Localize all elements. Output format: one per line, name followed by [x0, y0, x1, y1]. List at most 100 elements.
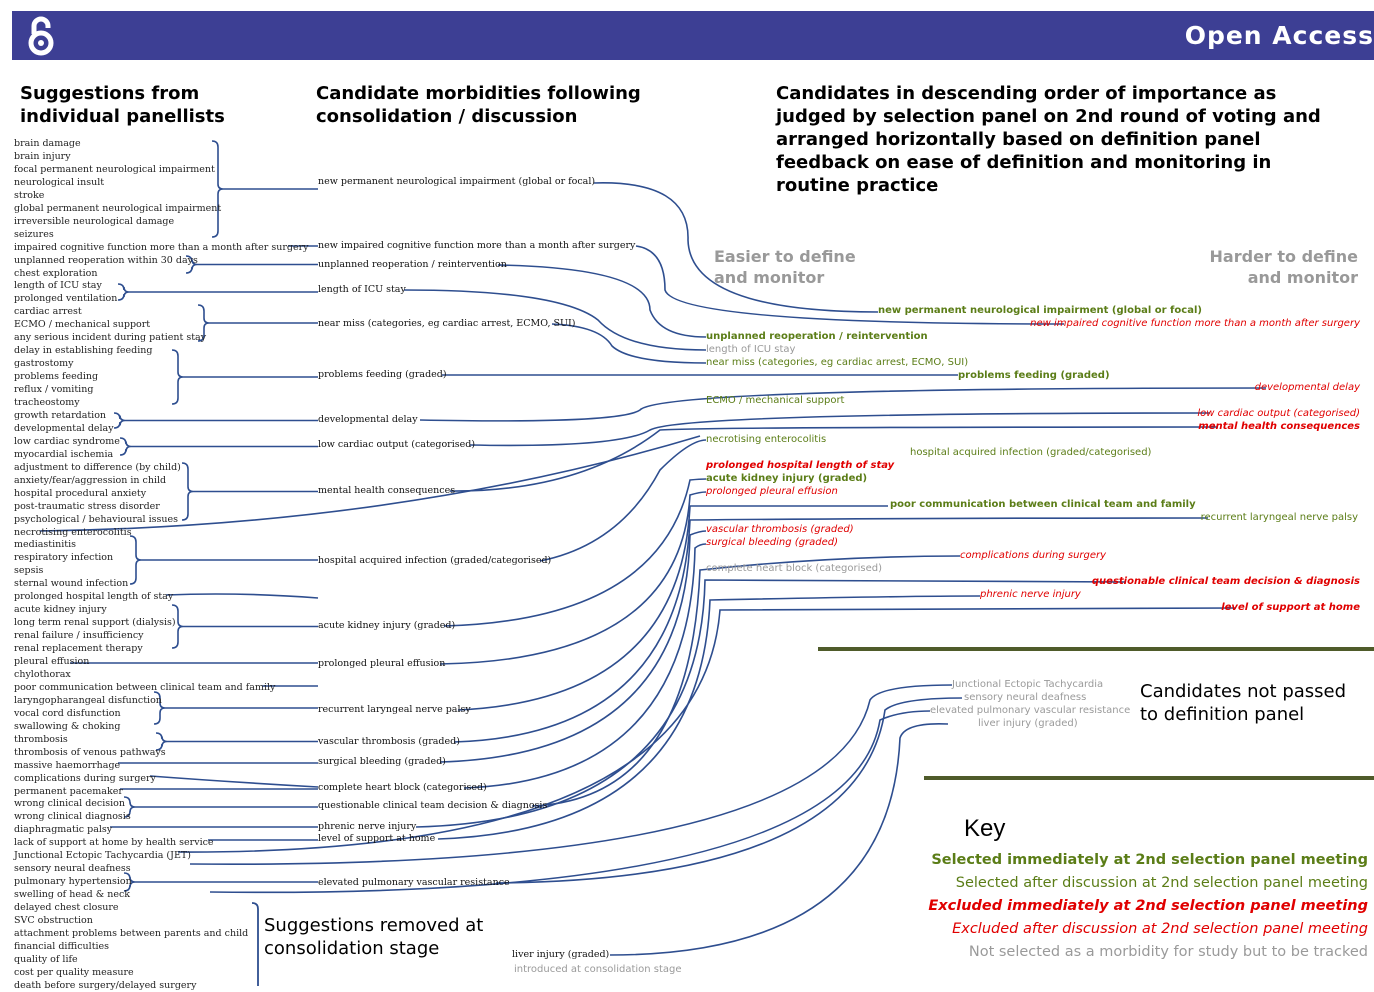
suggestion-item: quality of life: [14, 953, 78, 965]
suggestion-item: seizures: [14, 228, 54, 240]
suggestion-item: post-traumatic stress disorder: [14, 500, 160, 512]
ranked-item: mental health consequences: [1198, 421, 1360, 432]
suggestion-item: delayed chest closure: [14, 902, 119, 914]
suggestion-item: thrombosis of venous pathways: [14, 746, 166, 758]
suggestion-item: wrong clinical decision: [14, 798, 126, 810]
ranked-item: unplanned reoperation / reintervention: [706, 331, 928, 342]
suggestion-item: lack of support at home by health servic…: [14, 837, 214, 849]
ranked-item: complications during surgery: [960, 550, 1107, 561]
suggestion-item: length of ICU stay: [14, 280, 102, 292]
suggestion-item: wrong clinical diagnosis: [14, 811, 131, 823]
suggestion-item: respiratory infection: [14, 552, 114, 564]
suggestion-item: chest exploration: [14, 267, 98, 279]
ranked-item: level of support at home: [1221, 602, 1360, 613]
connector-line: [211, 140, 224, 238]
suggestion-item: reflux / vomiting: [14, 384, 94, 396]
suggestion-item: psychological / behavioural issues: [14, 513, 179, 525]
suggestion-item: stroke: [14, 189, 45, 201]
ranked-item: problems feeding (graded): [958, 370, 1110, 381]
ranked-heading: Candidates in descending order of import…: [776, 83, 1321, 196]
suggestion-item: diaphragmatic palsy: [14, 824, 113, 836]
candidate-item: prolonged pleural effusion: [318, 658, 446, 669]
suggestion-item: acute kidney injury: [14, 604, 107, 616]
suggestion-item: sepsis: [14, 565, 44, 577]
key-item: Selected immediately at 2nd selection pa…: [931, 852, 1368, 868]
key-item: Not selected as a morbidity for study bu…: [968, 944, 1368, 960]
connector-line: [113, 412, 126, 429]
connector-line: [171, 349, 184, 405]
candidate-item: surgical bleeding (graded): [318, 756, 446, 767]
candidate-item: unplanned reoperation / reintervention: [318, 259, 507, 270]
suggestion-item: unplanned reoperation within 30 days: [14, 254, 198, 266]
not-passed-label: Candidates not passed to definition pane…: [1140, 681, 1347, 725]
connector-line: [449, 426, 1219, 492]
ranked-item: near miss (categories, eg cardiac arrest…: [706, 357, 969, 368]
candidate-item: level of support at home: [318, 833, 436, 844]
open-access-banner: Open Access: [12, 11, 1374, 60]
ranked-item: phrenic nerve injury: [980, 589, 1081, 600]
connector-line: [165, 593, 319, 599]
connector-line: [189, 684, 953, 866]
ranked-item: ECMO / mechanical support: [706, 395, 845, 406]
removed-label: Suggestions removed at consolidation sta…: [264, 915, 484, 959]
suggestion-item: long term renal support (dialysis): [14, 617, 176, 629]
suggestion-item: low cardiac syndrome: [14, 435, 120, 447]
connector-line: [593, 182, 879, 313]
candidate-item: phrenic nerve injury: [318, 821, 417, 832]
ranked-item: acute kidney injury (graded): [706, 473, 868, 484]
ranked-item: prolonged hospital length of stay: [706, 460, 895, 471]
suggestion-item: delay in establishing feeding: [14, 345, 153, 357]
suggestion-item: death before surgery/delayed surgery: [14, 979, 197, 991]
suggestion-item: pulmonary hypertension: [14, 876, 132, 888]
ranked-item: complete heart block (categorised): [706, 563, 882, 574]
open-access-lock-icon: [28, 16, 54, 56]
suggestion-item: brain injury: [14, 150, 71, 162]
connector-line: [181, 462, 194, 521]
suggestion-item: ECMO / mechanical support: [14, 319, 151, 331]
connector-line: [437, 595, 981, 840]
suggestion-item: cost per quality measure: [14, 966, 134, 978]
suggestion-item: Junctional Ectopic Tachycardia (JET): [14, 850, 191, 862]
suggestion-item: neurological insult: [14, 176, 105, 188]
connector-line: [439, 491, 707, 665]
suggestion-item: massive haemorrhage: [14, 759, 121, 771]
suggestion-item: myocardial ischemia: [14, 448, 114, 460]
suggestion-item: pleural effusion: [14, 656, 90, 667]
suggestion-item: tracheostomy: [14, 397, 80, 408]
suggestion-item: impaired cognitive function more than a …: [14, 241, 309, 253]
suggestion-item: thrombosis: [14, 733, 68, 745]
candidates-heading: Candidate morbidities following consolid…: [316, 83, 641, 127]
candidate-item: elevated pulmonary vascular resistance: [318, 877, 510, 888]
suggestion-item: swallowing & choking: [14, 720, 121, 732]
suggestion-item: complications during surgery: [14, 772, 156, 784]
candidate-item: recurrent laryngeal nerve palsy: [318, 704, 471, 715]
connector-line: [495, 697, 963, 884]
suggestion-item: adjustment to difference (by child): [14, 461, 181, 473]
suggestion-item: hospital procedural anxiety: [14, 487, 147, 499]
connector-line: [119, 437, 132, 456]
suggestion-item: developmental delay: [14, 422, 114, 434]
connector-line: [177, 607, 1237, 853]
suggestion-item: global permanent neurological impairment: [14, 202, 222, 214]
candidate-item: liver injury (graded): [512, 949, 610, 960]
banner-title: Open Access: [1184, 21, 1374, 50]
connector-line: [129, 535, 142, 585]
suggestion-item: mediastinitis: [14, 539, 77, 551]
candidate-item: acute kidney injury (graded): [318, 620, 456, 631]
ranked-item: new permanent neurological impairment (g…: [878, 305, 1202, 316]
suggestion-item: brain damage: [14, 138, 81, 149]
ranked-item: developmental delay: [1254, 382, 1360, 393]
connector-line: [457, 505, 888, 711]
connector-line: [531, 555, 961, 807]
not-passed-item: liver injury (graded): [978, 718, 1078, 729]
key-title: Key: [964, 815, 1006, 842]
connector-line: [539, 439, 707, 562]
candidate-item: vascular thrombosis (graded): [318, 736, 460, 747]
suggestion-item: SVC obstruction: [14, 915, 93, 926]
connector-line: [463, 543, 707, 789]
connector-line: [39, 435, 701, 532]
ranked-item: poor communication between clinical team…: [890, 499, 1196, 510]
candidate-item: mental health consequences: [318, 485, 456, 496]
suggestion-item: anxiety/fear/aggression in child: [14, 474, 167, 486]
